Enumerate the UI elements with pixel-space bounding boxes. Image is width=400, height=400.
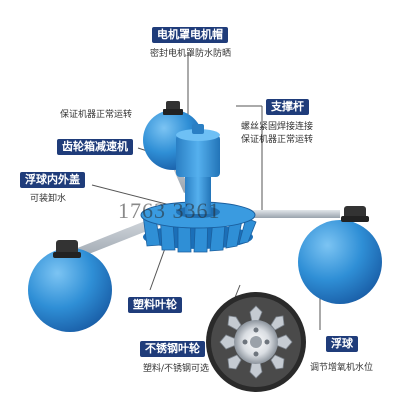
float-ball-right [298, 206, 382, 304]
note-float-cover: 可装卸水 [30, 194, 67, 204]
note-float-ball: 调节增氧机水位 [310, 363, 374, 373]
watermark-phone: 1763 3361 [118, 198, 221, 223]
float-ball-left [28, 240, 112, 332]
label-plastic-impeller: 塑料叶轮 [128, 297, 182, 313]
note-motor-cover: 密封电机罩防水防晒 [150, 49, 232, 59]
note-support-rod-1: 螺丝紧固焊接连接 [241, 122, 314, 132]
note-gearbox: 保证机器正常运转 [60, 110, 133, 120]
note-support-rod-2: 保证机器正常运转 [241, 135, 314, 145]
label-gearbox: 齿轮箱减速机 [57, 139, 133, 155]
label-motor-cover: 电机罩电机帽 [152, 27, 228, 43]
steel-impeller-inset [206, 292, 306, 392]
label-support-rod: 支撑杆 [266, 99, 309, 115]
motor-assembly [140, 124, 257, 253]
note-steel-impeller: 塑料/不锈钢可选 [143, 364, 210, 374]
label-steel-impeller: 不锈钢叶轮 [140, 341, 205, 357]
label-float-ball: 浮球 [326, 336, 358, 352]
label-float-cover: 浮球内外盖 [20, 172, 85, 188]
